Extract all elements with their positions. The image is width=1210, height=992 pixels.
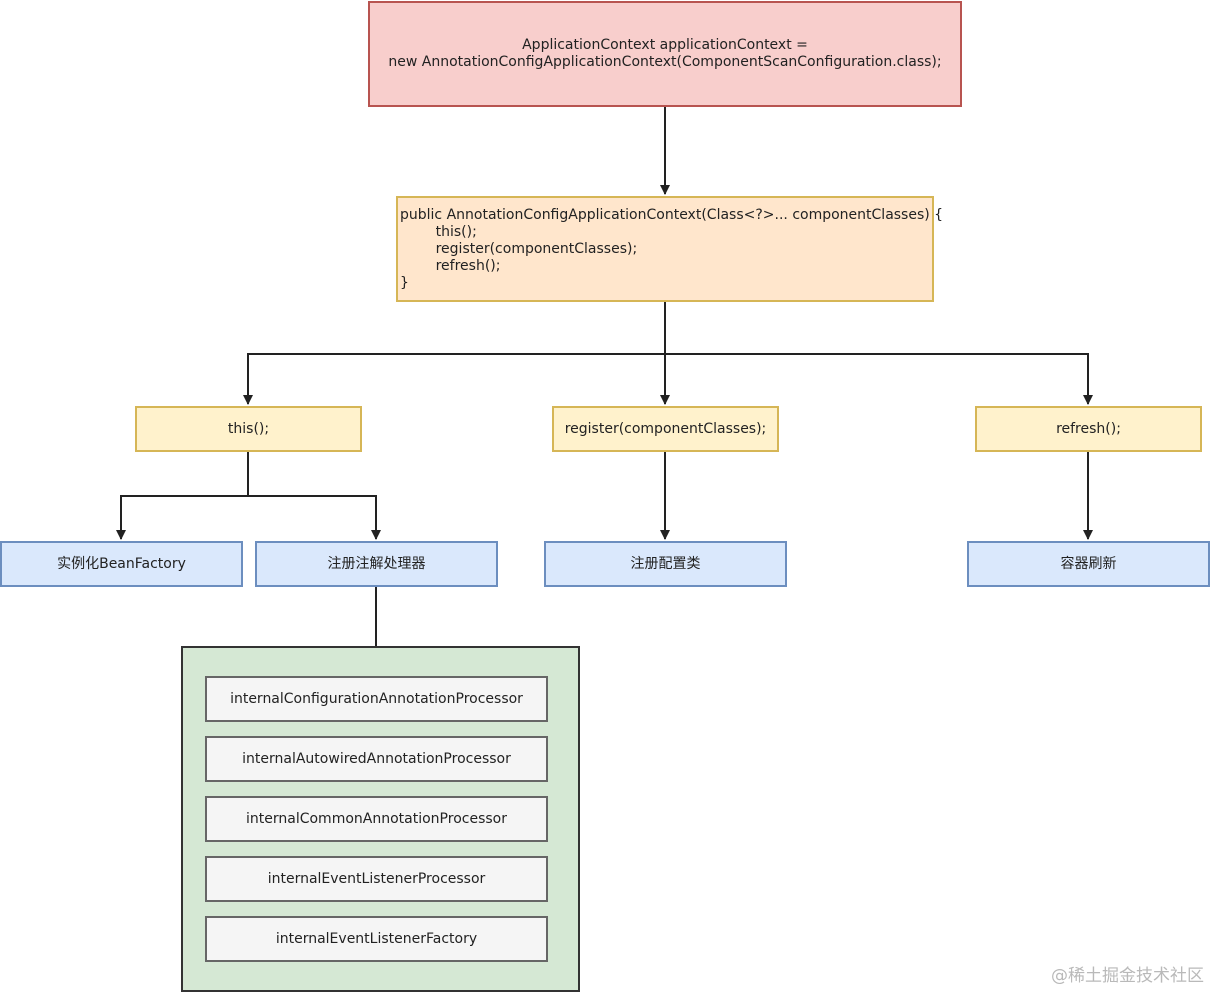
application-context-line2: new AnnotationConfigApplicationContext(C… xyxy=(388,54,942,70)
step-this-box: this(); xyxy=(135,406,362,452)
processor-item: internalCommonAnnotationProcessor xyxy=(205,796,548,842)
processor-item: internalEventListenerProcessor xyxy=(205,856,548,902)
step-refresh-label: refresh(); xyxy=(1056,420,1121,437)
register-processors-box: 注册注解处理器 xyxy=(255,541,498,587)
register-processors-label: 注册注解处理器 xyxy=(327,555,426,572)
step-refresh-box: refresh(); xyxy=(975,406,1202,452)
processor-item: internalConfigurationAnnotationProcessor xyxy=(205,676,548,722)
edge-this-to-instantiate xyxy=(116,451,249,540)
edge-constructor-to-this xyxy=(243,301,666,405)
processor-label: internalEventListenerFactory xyxy=(275,931,478,947)
processor-item: internalEventListenerFactory xyxy=(205,916,548,962)
instantiate-beanfactory-box: 实例化BeanFactory xyxy=(0,541,243,587)
step-register-label: register(componentClasses); xyxy=(564,420,767,437)
container-refresh-box: 容器刷新 xyxy=(967,541,1210,587)
instantiate-beanfactory-label: 实例化BeanFactory xyxy=(57,555,186,572)
container-refresh-label: 容器刷新 xyxy=(1060,555,1117,572)
constructor-code: public AnnotationConfigApplicationContex… xyxy=(400,206,944,291)
edge-this-to-register-processors xyxy=(248,495,381,540)
register-config-box: 注册配置类 xyxy=(544,541,787,587)
processor-item: internalAutowiredAnnotationProcessor xyxy=(205,736,548,782)
step-this-label: this(); xyxy=(227,420,270,437)
processor-label: internalCommonAnnotationProcessor xyxy=(246,811,507,827)
processor-label: internalConfigurationAnnotationProcessor xyxy=(230,691,523,707)
watermark-text: @稀土掘金技术社区 xyxy=(1051,966,1204,986)
register-config-label: 注册配置类 xyxy=(630,555,701,572)
edge-constructor-to-refresh xyxy=(665,353,1093,405)
processor-label: internalAutowiredAnnotationProcessor xyxy=(242,751,511,767)
application-context-box: ApplicationContext applicationContext = … xyxy=(368,1,962,107)
constructor-box: public AnnotationConfigApplicationContex… xyxy=(396,196,943,302)
step-register-box: register(componentClasses); xyxy=(552,406,779,452)
application-context-line1: ApplicationContext applicationContext = xyxy=(522,37,808,53)
processor-label: internalEventListenerProcessor xyxy=(267,871,486,887)
